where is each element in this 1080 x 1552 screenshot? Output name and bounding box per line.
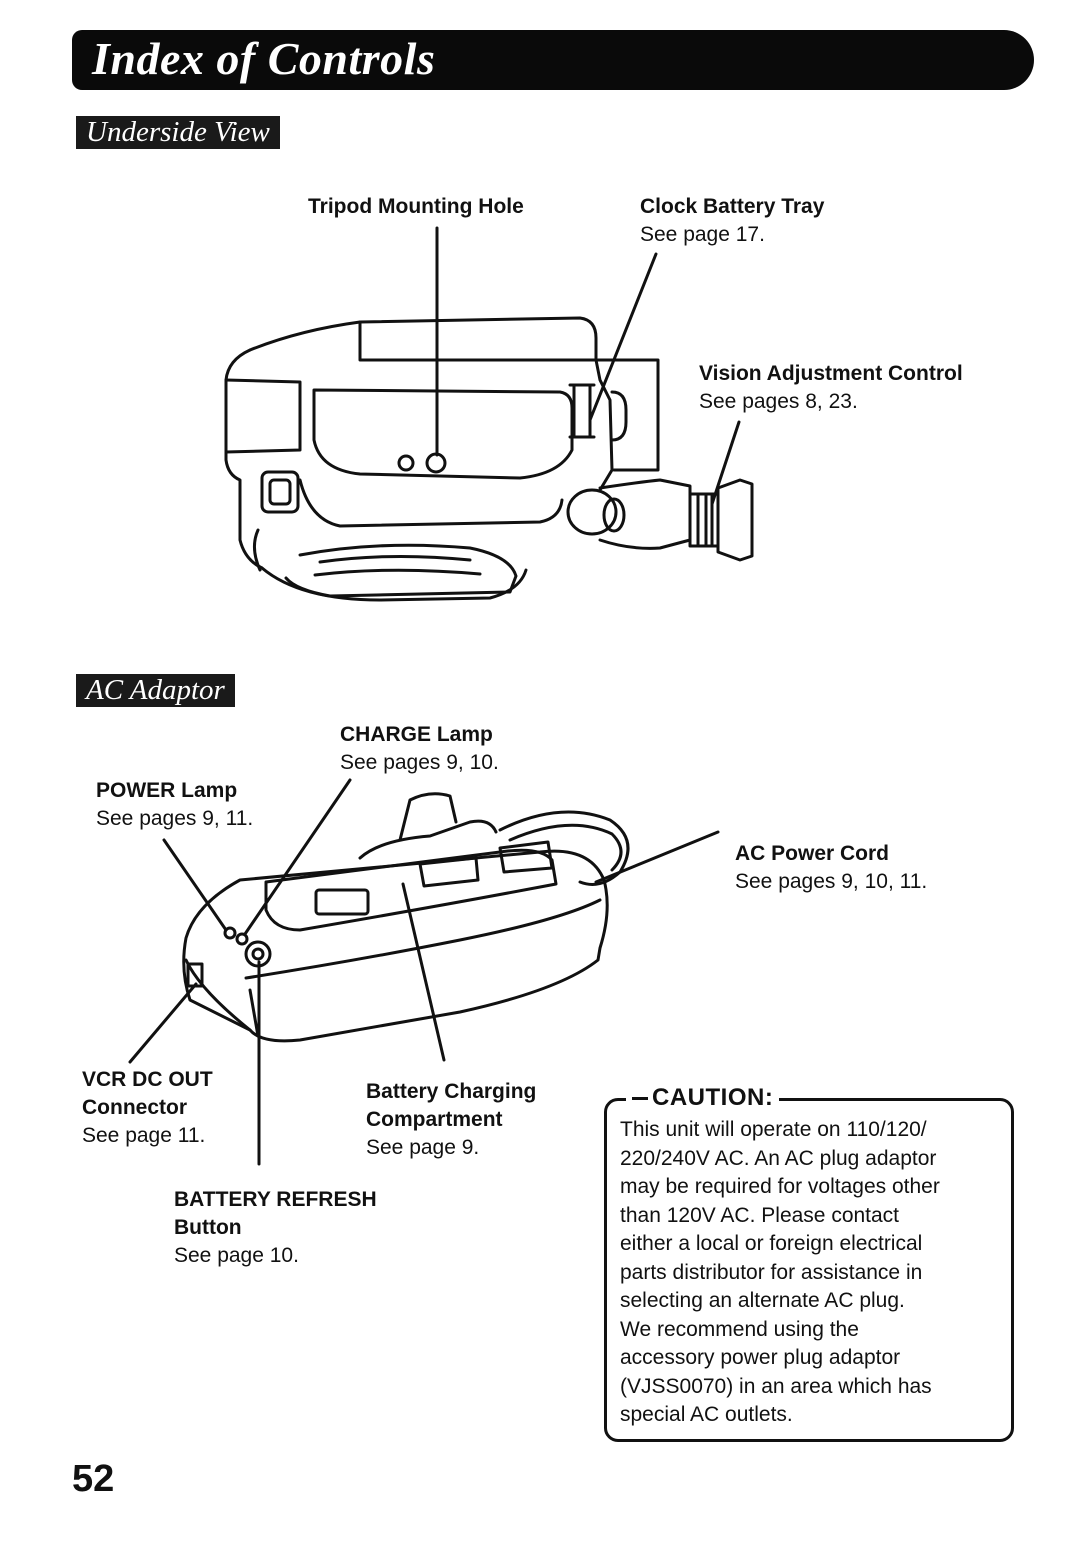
battery-charging-name-2: Compartment: [366, 1108, 503, 1131]
battery-refresh-name-2: Button: [174, 1216, 242, 1239]
caution-line: parts distributor for assistance in: [620, 1260, 923, 1284]
charge-lamp-name: CHARGE Lamp: [340, 723, 493, 746]
vision-adjustment-label: Vision Adjustment Control See pages 8, 2…: [699, 360, 963, 416]
tripod-mounting-hole-name: Tripod Mounting Hole: [308, 195, 524, 218]
ac-adaptor-illustration: [182, 792, 720, 1043]
tripod-mounting-hole-label: Tripod Mounting Hole: [308, 193, 524, 221]
caution-line: This unit will operate on 110/120/: [620, 1118, 927, 1141]
caution-line: (VJSS0070) in an area which has: [620, 1374, 932, 1398]
section-heading-underside: Underside View: [76, 116, 280, 149]
caution-line: may be required for voltages other: [620, 1175, 940, 1198]
charge-lamp-label: CHARGE Lamp See pages 9, 10.: [340, 721, 499, 777]
caution-title-text: CAUTION:: [652, 1084, 774, 1111]
caution-line: special AC outlets.: [620, 1403, 793, 1426]
battery-charging-label: Battery Charging Compartment See page 9.: [366, 1078, 536, 1162]
caution-line: selecting an alternate AC plug.: [620, 1289, 905, 1312]
battery-refresh-name: BATTERY REFRESH: [174, 1188, 377, 1211]
caution-line: We recommend using the: [620, 1317, 859, 1341]
page-title: Index of Controls: [92, 33, 436, 84]
battery-charging-ref: See page 9.: [366, 1136, 480, 1159]
vcr-dc-out-label: VCR DC OUT Connector See page 11.: [82, 1066, 213, 1150]
clock-battery-tray-label: Clock Battery Tray See page 17.: [640, 193, 824, 249]
caution-text: This unit will operate on 110/120/ 220/2…: [620, 1116, 1000, 1430]
vcr-dc-out-name: VCR DC OUT: [82, 1068, 213, 1091]
ac-power-cord-label: AC Power Cord See pages 9, 10, 11.: [735, 840, 927, 896]
vcr-dc-out-name-2: Connector: [82, 1096, 187, 1119]
vision-adjustment-ref: See pages 8, 23.: [699, 390, 858, 413]
power-lamp-ref: See pages 9, 11.: [96, 807, 254, 830]
title-bar: Index of Controls: [72, 30, 1034, 90]
battery-charging-name: Battery Charging: [366, 1080, 537, 1103]
camcorder-illustration: [224, 316, 754, 602]
vcr-dc-out-ref: See page 11.: [82, 1124, 206, 1147]
page-number: 52: [72, 1458, 115, 1500]
power-lamp-label: POWER Lamp See pages 9, 11.: [96, 777, 253, 833]
clock-battery-tray-ref: See page 17.: [640, 223, 765, 246]
caution-line: than 120V AC. Please contact: [620, 1203, 900, 1227]
caution-line: accessory power plug adaptor: [620, 1346, 901, 1369]
clock-battery-tray-name: Clock Battery Tray: [640, 195, 825, 218]
caution-line: either a local or foreign electrical: [620, 1232, 923, 1255]
ac-power-cord-name: AC Power Cord: [735, 842, 890, 865]
power-lamp-name: POWER Lamp: [96, 779, 238, 802]
caution-box: [604, 1098, 1014, 1442]
caution-line: 220/240V AC. An AC plug adaptor: [620, 1146, 937, 1170]
battery-refresh-label: BATTERY REFRESH Button See page 10.: [174, 1186, 377, 1270]
charge-lamp-ref: See pages 9, 10.: [340, 751, 499, 774]
ac-power-cord-ref: See pages 9, 10, 11.: [735, 870, 928, 893]
section-heading-ac-adaptor: AC Adaptor: [76, 674, 235, 707]
caution-heading: CAUTION:: [626, 1084, 780, 1112]
battery-refresh-ref: See page 10.: [174, 1244, 299, 1267]
vision-adjustment-name: Vision Adjustment Control: [699, 362, 963, 385]
